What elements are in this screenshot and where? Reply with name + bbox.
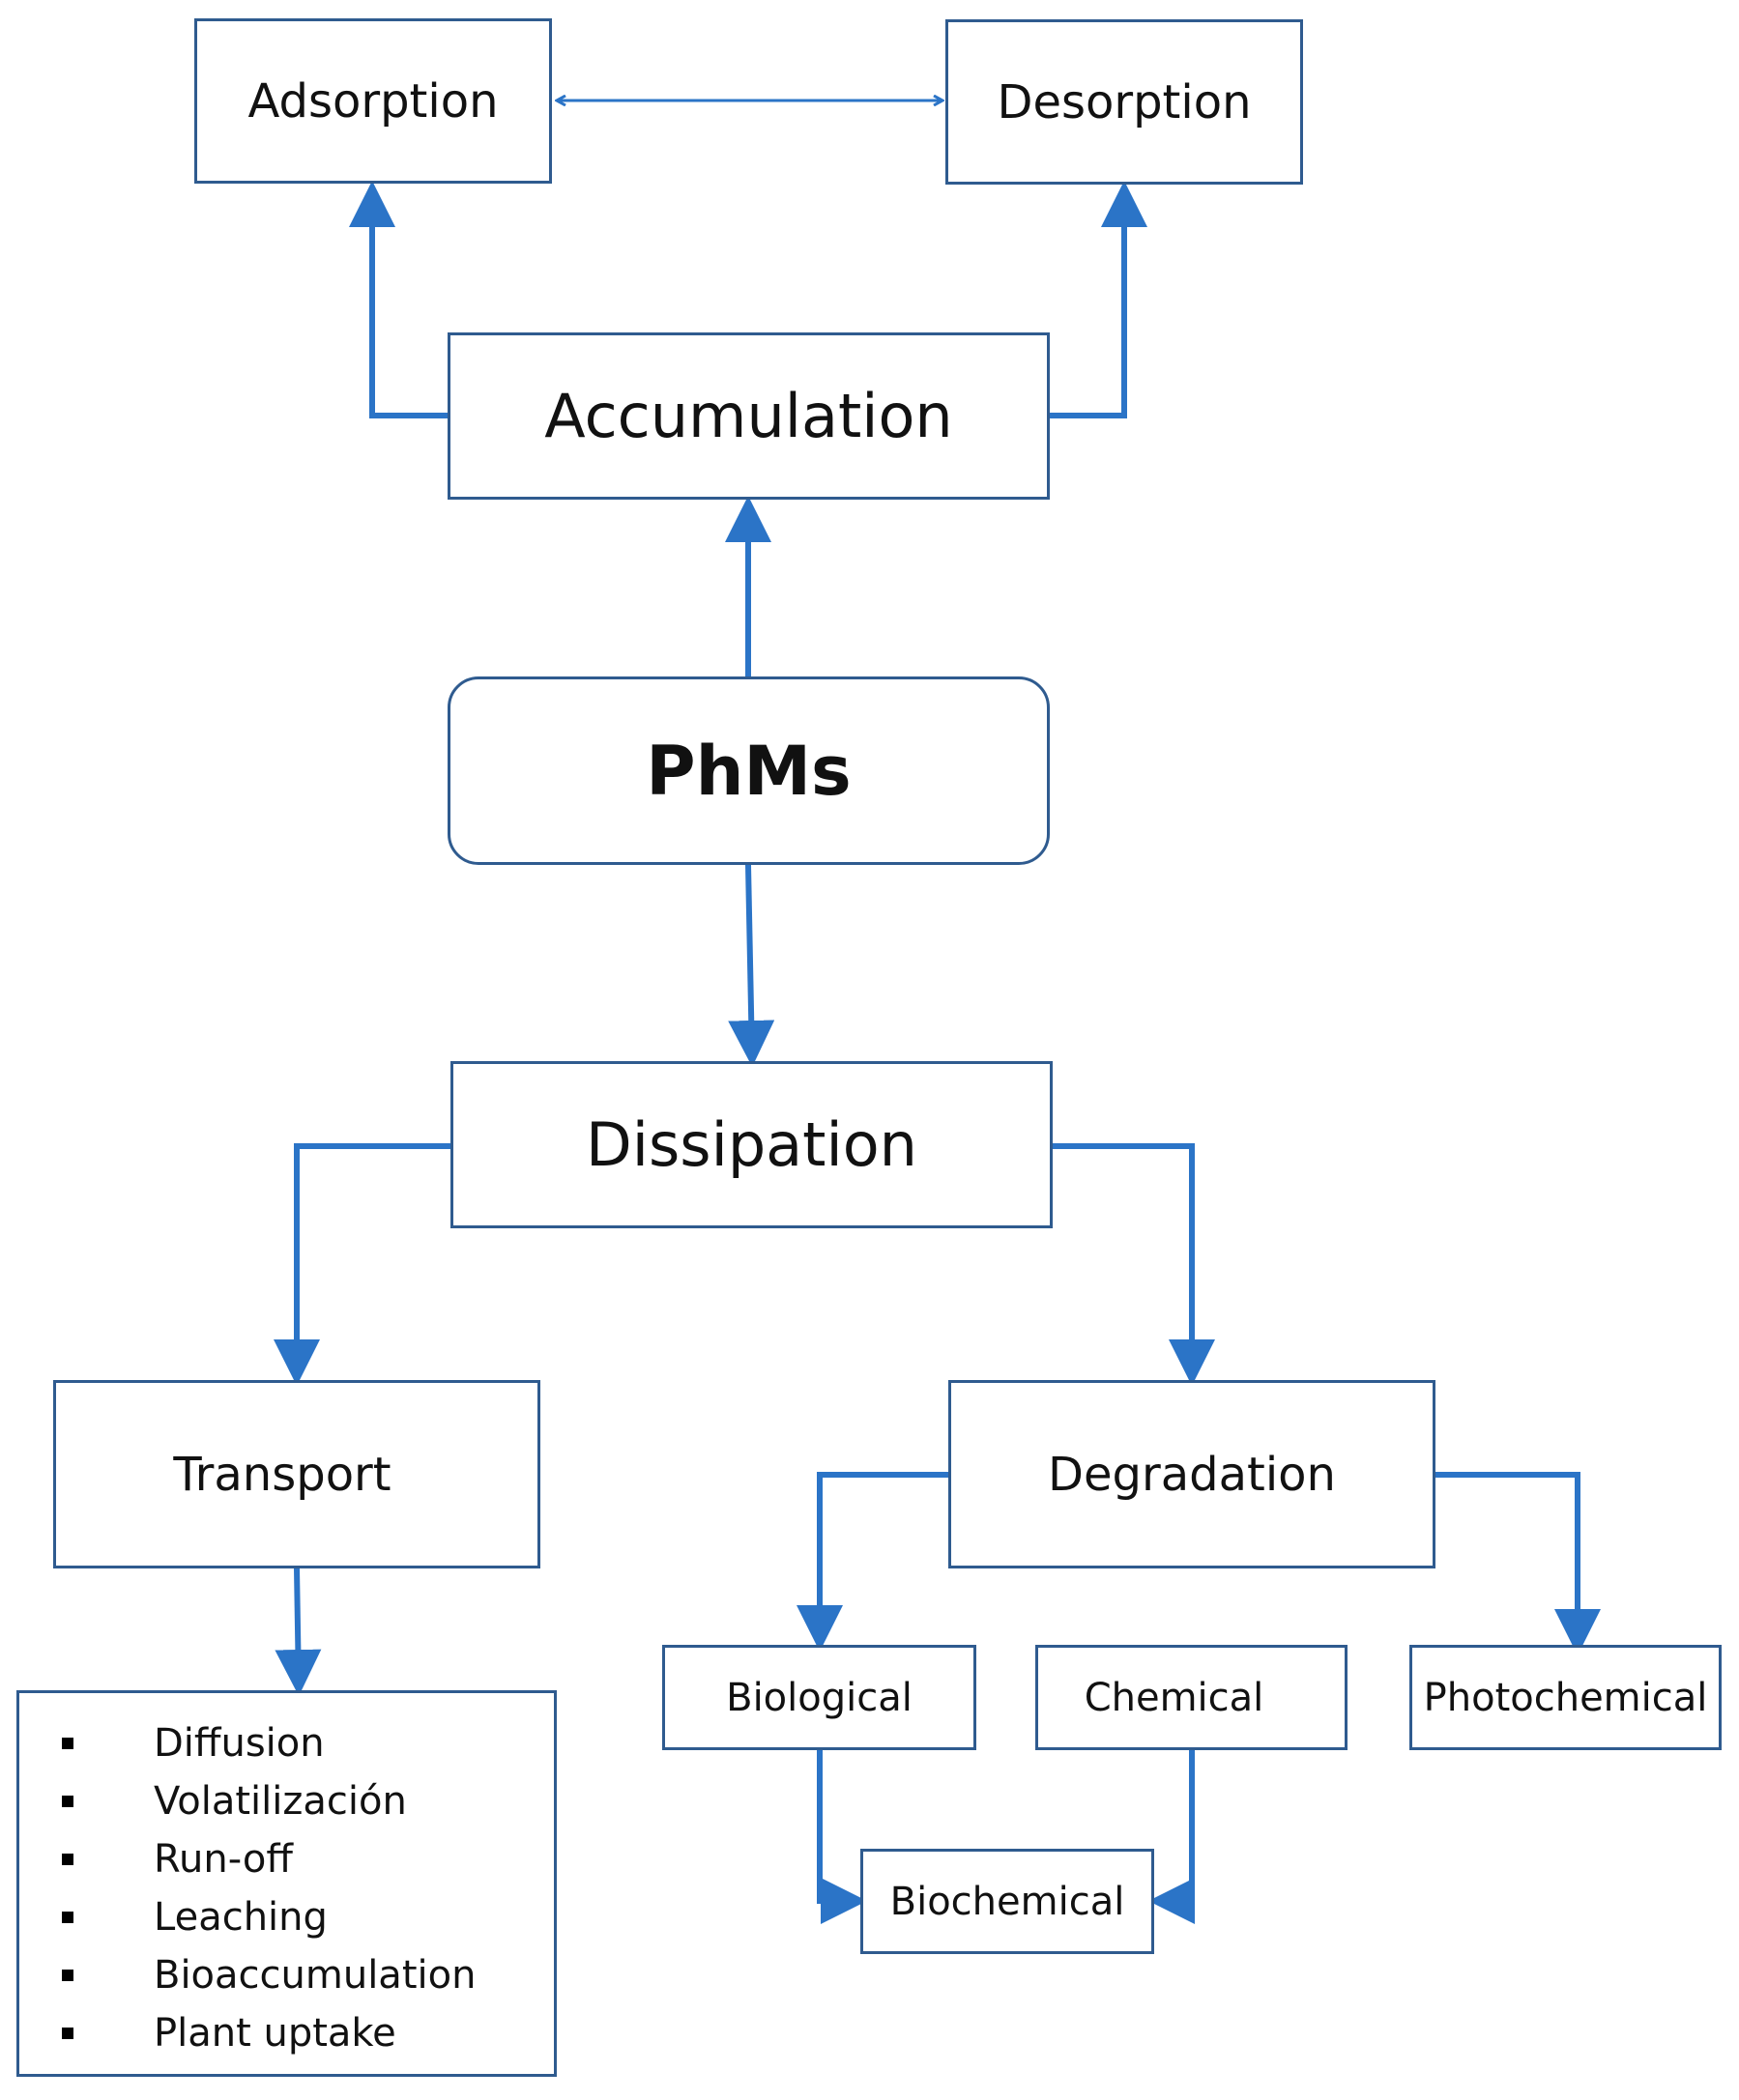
phms-label: PhMs [646,731,852,811]
bullet-icon [62,1912,73,1923]
biological-label: Biological [726,1675,913,1720]
biological-box: Biological [662,1645,976,1750]
transport-box: Transport [53,1380,540,1568]
list-item: Diffusion [62,1714,476,1772]
desorption-label: Desorption [997,74,1252,129]
list-item: Run-off [62,1830,476,1888]
list-item: Volatilización [62,1772,476,1830]
arrow-degradation-biological [797,1472,948,1652]
list-item: Bioaccumulation [62,1946,476,2004]
arrow-dissipation-transport [274,1143,451,1386]
adsorption-label: Adsorption [247,73,499,129]
phms-box: PhMs [448,676,1050,865]
bullet-icon [62,1970,73,1981]
transport-processes-box: Diffusion Volatilización Run-off Leachin… [16,1690,557,2077]
accumulation-label: Accumulation [544,381,953,451]
transport-processes-list: Diffusion Volatilización Run-off Leachin… [62,1714,476,2062]
dissipation-box: Dissipation [450,1061,1053,1228]
arrow-phms-dissipation [728,864,775,1067]
bullet-icon [62,2028,73,2039]
accumulation-box: Accumulation [448,332,1050,500]
arrow-accumulation-adsorption [349,181,449,418]
photochemical-box: Photochemical [1409,1645,1722,1750]
arrow-transport-processes [275,1568,322,1696]
degradation-box: Degradation [948,1380,1435,1568]
photochemical-label: Photochemical [1423,1675,1708,1720]
bullet-icon [62,1796,73,1807]
list-item: Plant uptake [62,2004,476,2062]
bullet-icon [62,1854,73,1865]
arrow-biological-biochemical [817,1750,867,1924]
arrow-accumulation-desorption [1050,181,1147,418]
list-item: Leaching [62,1888,476,1946]
arrow-dissipation-degradation [1053,1143,1215,1386]
degradation-label: Degradation [1048,1447,1336,1502]
biochemical-label: Biochemical [889,1879,1125,1924]
bullet-icon [62,1738,73,1749]
adsorption-box: Adsorption [194,18,552,184]
chemical-label: Chemical [1084,1675,1264,1720]
transport-label: Transport [173,1447,391,1502]
arrow-degradation-photochemical [1435,1472,1601,1655]
chemical-box: Chemical [1035,1645,1348,1750]
arrow-chemical-biochemical [1148,1750,1195,1924]
biochemical-box: Biochemical [860,1849,1154,1954]
desorption-box: Desorption [945,19,1303,185]
dissipation-label: Dissipation [586,1109,917,1180]
